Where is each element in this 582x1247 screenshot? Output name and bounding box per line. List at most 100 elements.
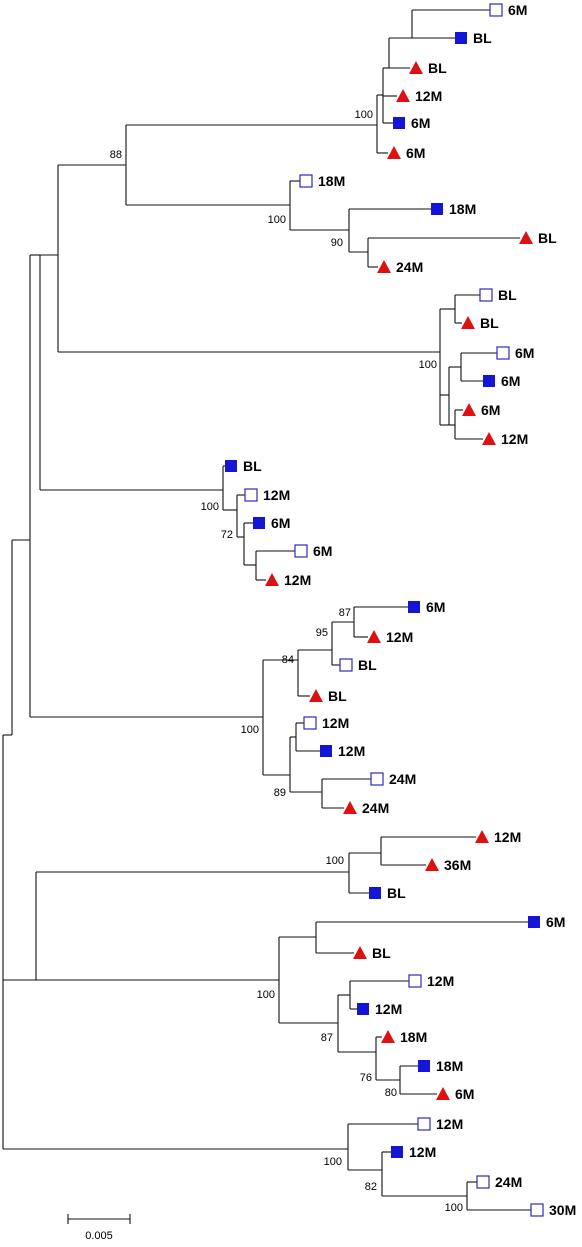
leaf-label: BL: [538, 230, 557, 246]
triangle-marker-icon: [353, 946, 367, 959]
leaf-label: 6M: [411, 115, 430, 131]
leaf-label: 18M: [436, 1058, 463, 1074]
leaf-node: BL: [225, 458, 262, 474]
leaf-node: 24M: [370, 771, 416, 787]
leaf-label: 12M: [409, 1144, 436, 1160]
leaf-node: 12M: [265, 572, 311, 588]
leaf-label: 18M: [400, 1029, 427, 1045]
leaf-node: 18M: [431, 201, 476, 217]
leaf-node: 18M: [299, 173, 345, 189]
triangle-marker-icon: [309, 689, 323, 702]
leaf-node: 6M: [528, 914, 565, 930]
leaf-node: 12M: [244, 487, 290, 503]
leaf-node: 18M: [418, 1058, 463, 1074]
triangle-marker-icon: [475, 830, 489, 843]
tree-leaves: 6MBLBL12M6M6M18M18MBL24MBLBL6M6M6M12MBL1…: [225, 2, 576, 1218]
open-square-marker-icon: [496, 346, 510, 360]
filled-square-marker-icon: [320, 745, 332, 757]
open-square-marker-icon: [339, 658, 353, 672]
leaf-label: 24M: [495, 1174, 522, 1190]
leaf-node: 30M: [530, 1202, 576, 1218]
leaf-node: BL: [455, 30, 492, 46]
leaf-label: 6M: [481, 402, 500, 418]
bootstrap-value: 100: [326, 855, 344, 867]
leaf-label: 24M: [362, 800, 389, 816]
leaf-label: BL: [480, 315, 499, 331]
triangle-marker-icon: [367, 630, 381, 643]
bootstrap-value: 100: [355, 109, 373, 121]
triangle-marker-icon: [425, 858, 439, 871]
leaf-label: 12M: [436, 1116, 463, 1132]
leaf-node: 12M: [357, 1001, 402, 1017]
triangle-marker-icon: [377, 260, 391, 273]
open-square-marker-icon: [530, 1203, 544, 1217]
leaf-label: 6M: [546, 914, 565, 930]
open-square-marker-icon: [408, 974, 422, 988]
leaf-node: BL: [461, 315, 499, 331]
leaf-node: 6M: [489, 2, 527, 18]
scale-bar: 0.005: [67, 1214, 131, 1242]
open-square-marker-icon: [479, 288, 493, 302]
bootstrap-value: 100: [201, 501, 219, 513]
leaf-label: BL: [243, 458, 262, 474]
filled-square-marker-icon: [408, 601, 420, 613]
leaf-label: BL: [328, 688, 347, 704]
leaf-label: BL: [473, 30, 492, 46]
leaf-label: 18M: [449, 201, 476, 217]
leaf-node: 12M: [303, 715, 349, 731]
leaf-node: 12M: [391, 1144, 436, 1160]
leaf-label: BL: [498, 287, 517, 303]
leaf-label: 36M: [444, 857, 471, 873]
bootstrap-value: 100: [324, 1156, 342, 1168]
leaf-label: 12M: [386, 629, 413, 645]
leaf-label: BL: [428, 60, 447, 76]
leaf-label: 12M: [427, 973, 454, 989]
leaf-label: 12M: [415, 88, 442, 104]
leaf-node: 6M: [294, 543, 332, 559]
filled-square-marker-icon: [391, 1146, 403, 1158]
leaf-label: 12M: [375, 1001, 402, 1017]
leaf-label: 6M: [313, 543, 332, 559]
leaf-node: 12M: [320, 743, 365, 759]
triangle-marker-icon: [482, 432, 496, 445]
triangle-marker-icon: [462, 403, 476, 416]
bootstrap-value: 87: [339, 607, 351, 619]
leaf-label: 24M: [389, 771, 416, 787]
bootstrap-values: 1008810090100100728795841008910010087768…: [110, 109, 463, 1214]
leaf-label: 24M: [396, 259, 423, 275]
bootstrap-value: 100: [241, 724, 259, 736]
leaf-node: 12M: [417, 1116, 463, 1132]
leaf-node: 36M: [425, 857, 471, 873]
leaf-node: 24M: [377, 259, 423, 275]
open-square-marker-icon: [476, 1175, 490, 1189]
filled-square-marker-icon: [253, 517, 265, 529]
bootstrap-value: 88: [110, 149, 122, 161]
bootstrap-value: 72: [221, 529, 233, 541]
leaf-node: 12M: [408, 973, 454, 989]
leaf-node: BL: [369, 885, 406, 901]
leaf-node: BL: [519, 230, 557, 246]
leaf-label: 6M: [271, 515, 290, 531]
leaf-label: 12M: [263, 487, 290, 503]
leaf-node: BL: [479, 287, 517, 303]
leaf-label: BL: [387, 885, 406, 901]
bootstrap-value: 100: [419, 359, 437, 371]
bootstrap-value: 90: [331, 237, 343, 249]
filled-square-marker-icon: [369, 887, 381, 899]
open-square-marker-icon: [294, 544, 308, 558]
filled-square-marker-icon: [483, 375, 495, 387]
leaf-label: 30M: [549, 1202, 576, 1218]
triangle-marker-icon: [396, 89, 410, 102]
leaf-node: 12M: [482, 431, 528, 447]
bootstrap-value: 80: [385, 1087, 397, 1099]
open-square-marker-icon: [244, 488, 258, 502]
leaf-label: BL: [358, 657, 377, 673]
bootstrap-value: 76: [360, 1072, 372, 1084]
leaf-label: BL: [372, 945, 391, 961]
leaf-node: 6M: [496, 345, 534, 361]
open-square-marker-icon: [417, 1117, 431, 1131]
triangle-marker-icon: [343, 801, 357, 814]
leaf-node: BL: [309, 688, 347, 704]
bootstrap-value: 100: [268, 214, 286, 226]
